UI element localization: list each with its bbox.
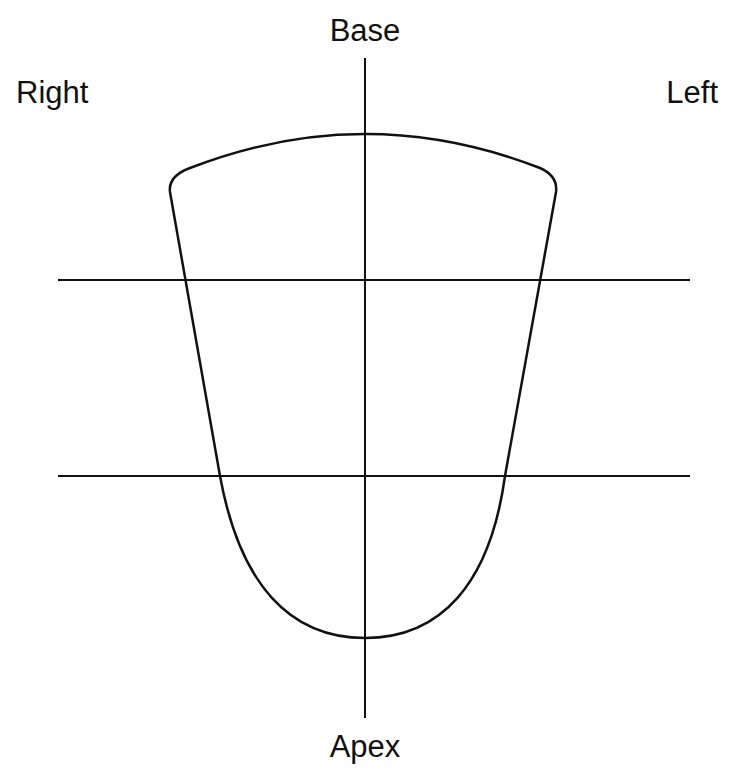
ventricle-outline — [170, 134, 556, 638]
side-label: Right — [12, 75, 92, 110]
apex-label: Apex — [326, 729, 405, 764]
side-label: Left — [662, 75, 722, 110]
basal-plane-line — [58, 279, 690, 281]
long-axis-line — [364, 58, 366, 718]
apical-plane-line — [58, 475, 690, 477]
base-label: Base — [326, 13, 405, 48]
